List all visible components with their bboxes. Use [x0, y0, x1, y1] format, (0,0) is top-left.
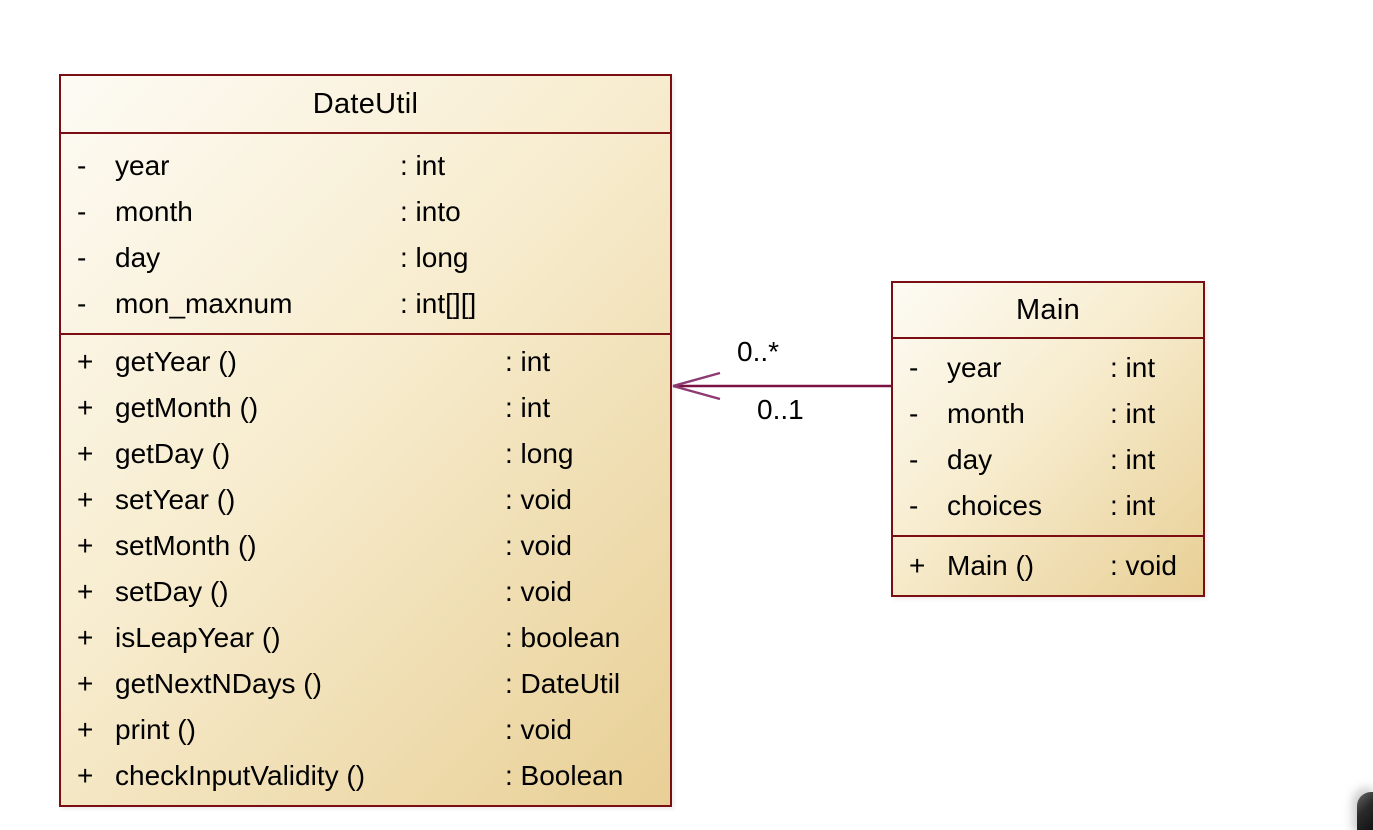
member-row: + print () : void — [61, 707, 670, 753]
member-name: getMonth () — [115, 392, 259, 423]
member-name: month — [115, 196, 193, 227]
methods-compartment-main: + Main () : void — [893, 537, 1203, 597]
member-row: -month : int — [893, 391, 1203, 437]
open-arrowhead-upper-icon — [672, 371, 721, 388]
multiplicity-label-bottom: 0..1 — [757, 394, 804, 425]
visibility-symbol: + — [77, 392, 94, 423]
visibility-symbol: - — [909, 444, 919, 475]
member-row: + checkInputValidity () : Boolean — [61, 753, 670, 799]
member-type: : int — [505, 346, 551, 377]
member-type: : void — [505, 576, 572, 607]
member-name: month — [947, 398, 1025, 429]
visibility-symbol: + — [77, 438, 94, 469]
member-row: -year : int — [893, 345, 1203, 391]
visibility-symbol: + — [77, 576, 94, 607]
multiplicity-label-top: 0..* — [737, 336, 780, 367]
member-type: : int — [1110, 490, 1156, 521]
member-row: -year : int — [61, 143, 670, 189]
screen-corner-artifact — [1357, 792, 1373, 830]
class-title-main: Main — [893, 283, 1203, 339]
member-name: year — [115, 150, 170, 181]
attributes-compartment-dateutil: -year: int-month: into-day: long-mon_max… — [61, 134, 670, 335]
member-name: setYear () — [115, 484, 236, 515]
member-type: : boolean — [505, 622, 621, 653]
visibility-symbol: - — [77, 150, 87, 181]
member-type: : int — [505, 392, 551, 423]
member-type: : long — [505, 438, 574, 469]
member-row: + getDay () : long — [61, 431, 670, 477]
member-row: -day : long — [61, 235, 670, 281]
class-title-dateutil: DateUtil — [61, 76, 670, 134]
member-name: setDay () — [115, 576, 229, 607]
member-row: + setDay () : void — [61, 569, 670, 615]
member-name: isLeapYear () — [115, 622, 281, 653]
visibility-symbol: - — [909, 352, 919, 383]
member-row: + setMonth () : void — [61, 523, 670, 569]
member-type: : into — [400, 196, 461, 227]
member-name: print () — [115, 714, 196, 745]
visibility-symbol: - — [909, 490, 919, 521]
member-row: -mon_maxnum : int[][] — [61, 281, 670, 327]
visibility-symbol: - — [909, 398, 919, 429]
member-type: : DateUtil — [505, 668, 621, 699]
visibility-symbol: + — [77, 346, 94, 377]
attributes-compartment-main: -year: int-month: int-day: int-choices: … — [893, 339, 1203, 537]
member-type: : int — [1110, 352, 1156, 383]
member-type: : int — [1110, 444, 1156, 475]
member-row: + Main () : void — [893, 543, 1203, 589]
member-type: : int — [1110, 398, 1156, 429]
visibility-symbol: + — [909, 550, 926, 581]
member-row: + isLeapYear () : boolean — [61, 615, 670, 661]
member-type: : Boolean — [505, 760, 624, 791]
member-name: choices — [947, 490, 1042, 521]
member-type: : int[][] — [400, 288, 477, 319]
member-name: mon_maxnum — [115, 288, 293, 319]
class-box-dateutil[interactable]: DateUtil -year: int-month: into-day: lon… — [59, 74, 672, 807]
visibility-symbol: + — [77, 668, 94, 699]
member-type: : long — [400, 242, 469, 273]
member-name: day — [947, 444, 993, 475]
open-arrowhead-lower-icon — [672, 384, 721, 401]
visibility-symbol: + — [77, 622, 94, 653]
member-row: + setYear () : void — [61, 477, 670, 523]
association-connector[interactable] — [672, 371, 892, 401]
member-name: Main () — [947, 550, 1035, 581]
member-name: checkInputValidity () — [115, 760, 366, 791]
visibility-symbol: + — [77, 760, 94, 791]
class-box-main[interactable]: Main -year: int-month: int-day: int-choi… — [891, 281, 1205, 597]
member-type: : void — [1110, 550, 1177, 581]
member-name: year — [947, 352, 1002, 383]
member-row: + getMonth () : int — [61, 385, 670, 431]
member-name: setMonth () — [115, 530, 257, 561]
member-type: : void — [505, 714, 572, 745]
visibility-symbol: + — [77, 714, 94, 745]
methods-compartment-dateutil: + getYear () : int + getMonth () : int + getDay… — [61, 335, 670, 805]
member-type: : int — [400, 150, 446, 181]
member-row: -day : int — [893, 437, 1203, 483]
member-name: day — [115, 242, 161, 273]
member-row: + getYear () : int — [61, 339, 670, 385]
member-name: getNextNDays () — [115, 668, 322, 699]
member-name: getDay () — [115, 438, 231, 469]
member-row: -month : into — [61, 189, 670, 235]
member-type: : void — [505, 530, 572, 561]
member-type: : void — [505, 484, 572, 515]
visibility-symbol: - — [77, 242, 87, 273]
visibility-symbol: - — [77, 288, 87, 319]
visibility-symbol: + — [77, 530, 94, 561]
visibility-symbol: - — [77, 196, 87, 227]
visibility-symbol: + — [77, 484, 94, 515]
member-name: getYear () — [115, 346, 237, 377]
member-row: + getNextNDays () : DateUtil — [61, 661, 670, 707]
member-row: -choices : int — [893, 483, 1203, 529]
